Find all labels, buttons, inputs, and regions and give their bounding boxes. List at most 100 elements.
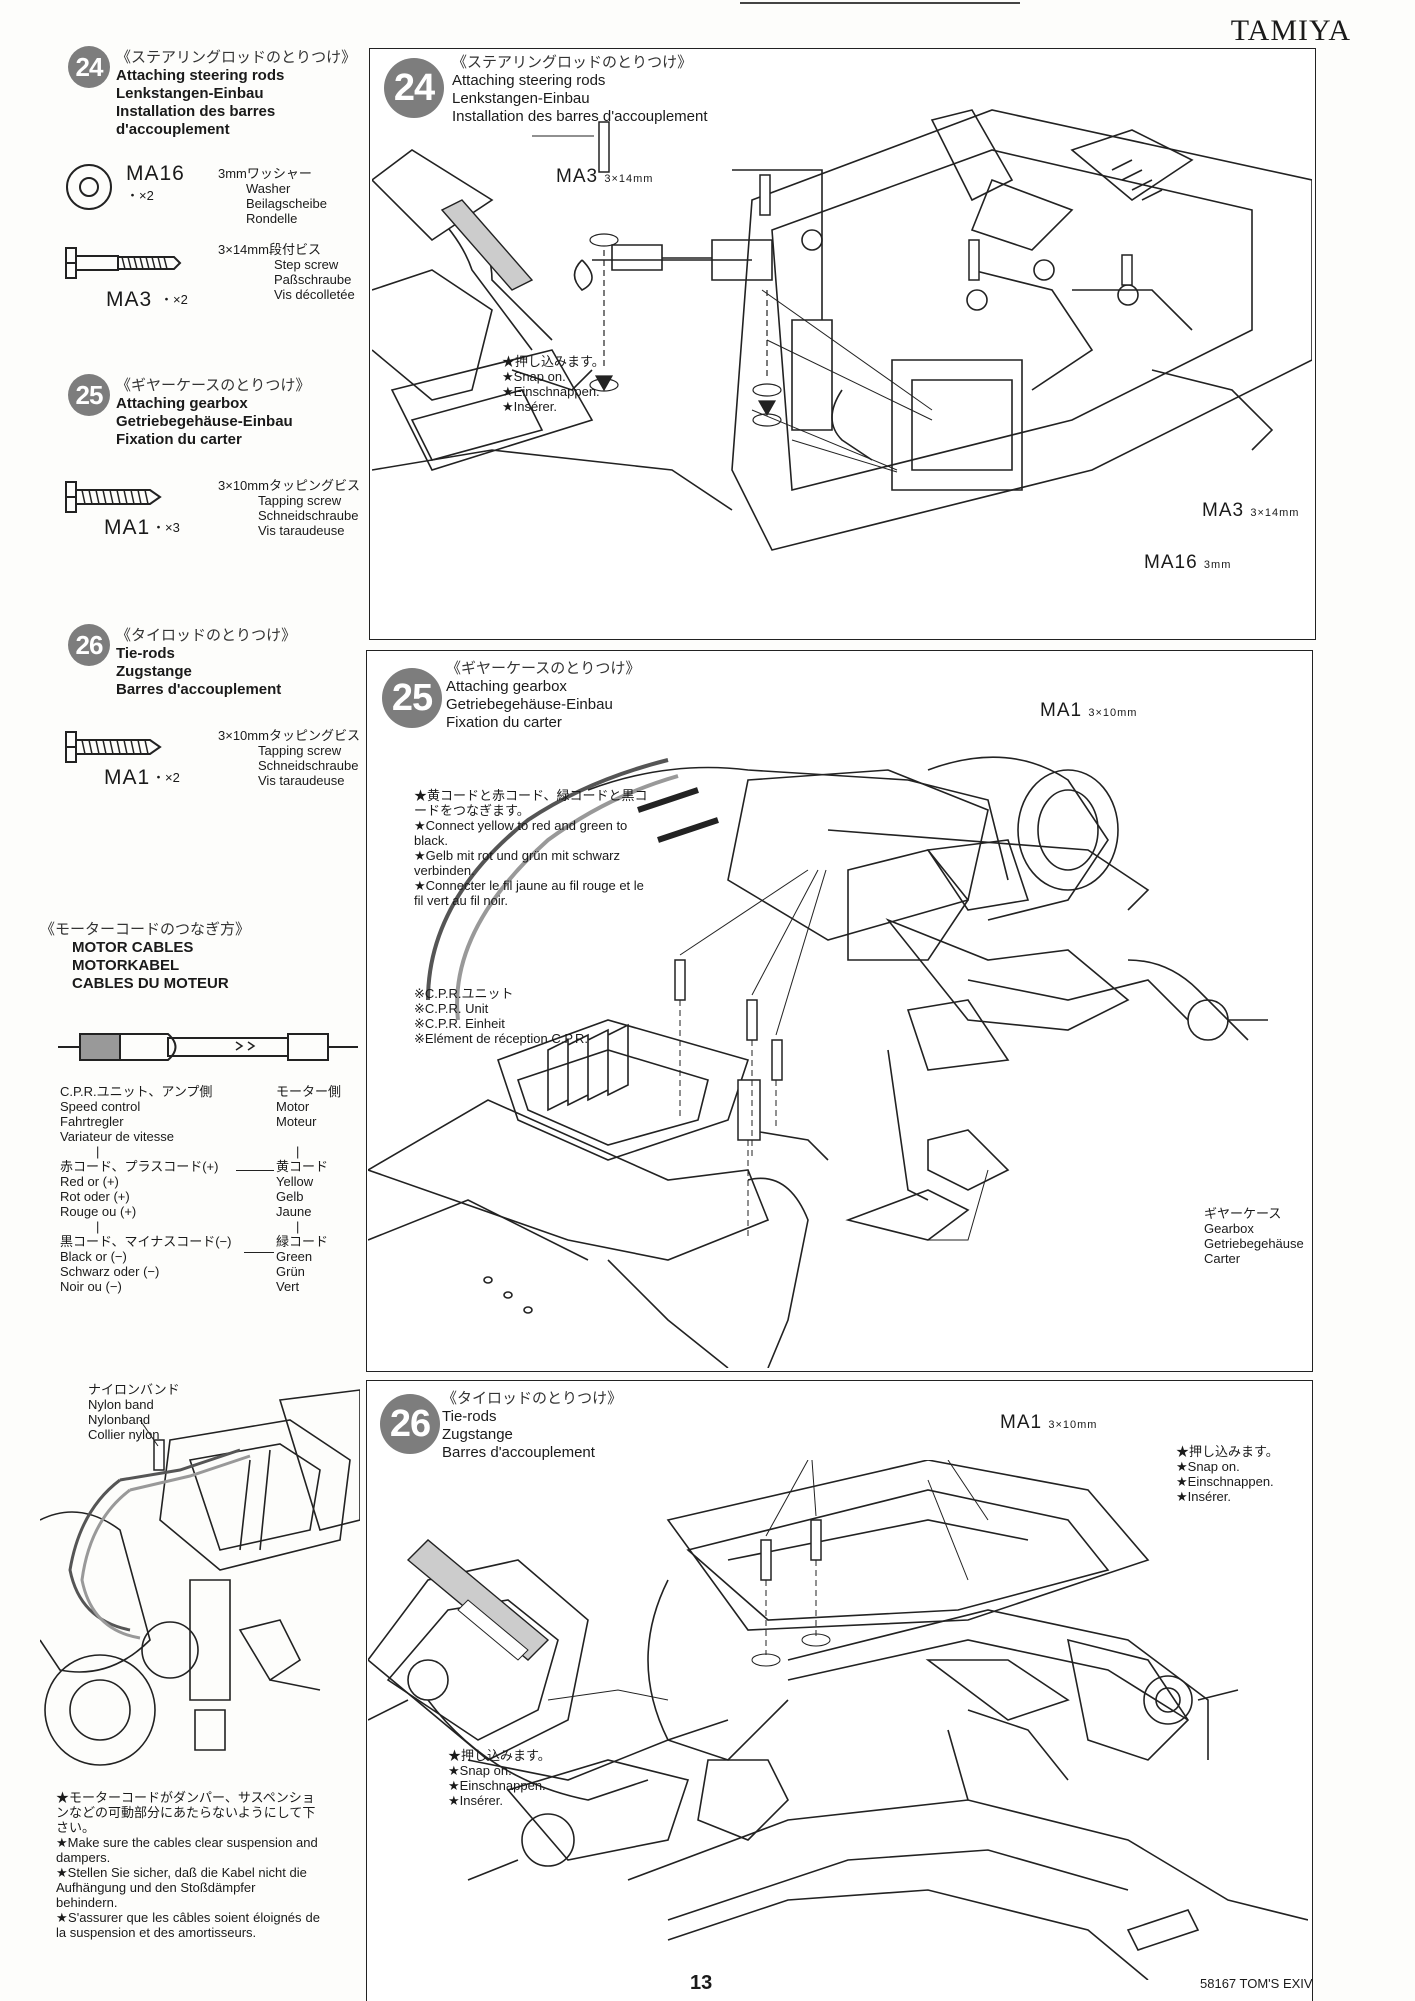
step-title-en: Attaching gearbox [116,395,248,412]
part-desc-en: Step screw [274,257,339,272]
part-desc-fr: Vis taraudeuse [258,773,345,788]
part-code-ma3: MA3 [106,288,153,311]
steering-rods-illustration [372,109,1312,551]
part-desc-de: Beilagscheibe [246,196,327,211]
step-26-panel [366,1380,1313,2001]
callout-ma3-right: MA3 3×14mm [1202,500,1299,522]
note-de: ★Einschnappen. [1176,1474,1274,1489]
legend-green-fr: Vert [276,1279,300,1294]
cpr-unit-note: ※C.P.R.ユニット ※C.P.R. Unit ※C.P.R. Einheit… [414,986,604,1046]
part-desc-fr: Vis taraudeuse [258,523,345,538]
motor-legend-right: モーター側 Motor Moteur | 黄コード Yellow Gelb Ja… [276,1084,366,1294]
note-fr: ★Insérer. [502,399,558,414]
legend-jp: C.P.R.ユニット、アンプ側 [60,1084,213,1099]
step-number-badge: 24 [384,58,444,118]
step-title-jp: 《ギヤーケースのとりつけ》 [446,660,641,677]
legend-black-en: Black or (−) [60,1249,127,1264]
tapping-screw-icon [65,731,162,763]
legend-red-de: Rot oder (+) [60,1189,130,1204]
legend-line [244,1252,274,1253]
part-desc-en: Washer [246,181,291,196]
note-en: ※C.P.R. Unit [414,1001,489,1016]
step-24-title: 《ステアリングロッドのとりつけ》 Attaching steering rods… [452,54,708,126]
nylon-band-illustration [40,1389,360,1766]
section-title-jp: 《モーターコードのつなぎ方》 [40,921,251,938]
step-title-fr: Barres d'accouplement [442,1444,595,1461]
part-code-ma16: MA16 [126,162,185,185]
section-title-fr: CABLES DU MOTEUR [72,975,229,992]
legend-yellow-jp: 黄コード [276,1159,329,1174]
note-de: ★Gelb mit rot und grün mit schwarz verbi… [414,848,621,878]
step-title-de: Lenkstangen-Einbau [116,85,264,102]
brand-logo: TAMIYA [1230,14,1351,47]
legend-black-de: Schwarz oder (−) [60,1264,160,1279]
step-25-panel [366,650,1313,1372]
step-26-title: 《タイロッドのとりつけ》 Tie-rods Zugstange Barres d… [442,1390,622,1462]
connect-cables-note: ★黄コードと赤コード、緑コードと黒コードをつなぎます。 ★Connect yel… [414,788,654,908]
step-number-badge: 26 [380,1394,440,1454]
part-qty-ma3: ・×2 [160,292,188,307]
part-size: 3×14mm [604,173,654,185]
legend-green-en: Green [276,1249,313,1264]
label-en: Nylon band [88,1397,154,1412]
part-size: 3×10mm [1048,1419,1098,1431]
step-title-en: Attaching steering rods [452,72,606,89]
step-title-fr: Installation des barres d'accouplement [116,103,276,138]
part-code: MA1 [1040,700,1083,721]
part-desc-de: Schneidschraube [258,508,359,523]
label-fr: Collier nylon [88,1427,160,1442]
part-desc-jp: 3×14mm段付ビス [218,242,321,257]
note-de: ★Einschnappen. [502,384,600,399]
part-desc-ma3: 3×14mm段付ビス Step screw Paßschraube Vis dé… [218,242,355,302]
gearbox-illustration [368,756,1268,1368]
note-fr: ★S'assurer que les câbles soient éloigné… [56,1910,320,1940]
step-title-de: Lenkstangen-Einbau [452,90,590,107]
step-title-fr: Installation des barres d'accouplement [452,108,708,125]
note-de: ※C.P.R. Einheit [414,1016,505,1031]
callout-ma16: MA16 3mm [1144,552,1231,574]
label-jp: ギヤーケース [1204,1206,1282,1221]
note-en: ★Snap on. [448,1763,512,1778]
step-title-fr: Fixation du carter [446,714,562,731]
legend-green-de: Grün [276,1264,305,1279]
legend-red-fr: Rouge ou (+) [60,1204,137,1219]
part-desc-en: Tapping screw [258,743,342,758]
step-number-badge: 26 [68,624,110,666]
note-jp: ★モーターコードがダンパー、サスペンションなどの可動部分にあたらないようにして下… [56,1790,316,1835]
label-de: Getriebegehäuse [1204,1236,1304,1251]
note-fr: ★Insérer. [448,1793,504,1808]
motor-legend-left: C.P.R.ユニット、アンプ側 Speed control Fahrtregle… [60,1084,240,1294]
part-size: 3×10mm [1088,707,1138,719]
step-title-de: Getriebegehäuse-Einbau [116,413,293,430]
part-qty-ma1: ・×2 [152,770,180,785]
step-title-jp: 《ギヤーケースのとりつけ》 [116,377,311,394]
gearbox-label: ギヤーケース Gearbox Getriebegehäuse Carter [1204,1206,1304,1266]
step-title-jp: 《タイロッドのとりつけ》 [116,627,297,644]
label-en: Gearbox [1204,1221,1254,1236]
legend-yellow-fr: Jaune [276,1204,312,1219]
step-title-jp: 《ステアリングロッドのとりつけ》 [452,54,693,71]
legend-green-jp: 緑コード [276,1234,329,1249]
step-number-badge: 24 [68,46,110,88]
washer-icon [66,164,112,210]
note-en: ★Make sure the cables clear suspension a… [56,1835,318,1865]
legend-line [236,1170,274,1171]
step-title-de: Zugstange [116,663,192,680]
step-number-badge: 25 [68,374,110,416]
step-title-fr: Barres d'accouplement [116,681,282,698]
step-title-fr: Fixation du carter [116,431,242,448]
label-fr: Carter [1204,1251,1241,1266]
legend-fr: Moteur [276,1114,317,1129]
callout-ma3-top: MA3 3×14mm [556,166,653,188]
nylon-band-label: ナイロンバンド Nylon band Nylonband Collier nyl… [88,1382,180,1442]
step-screw-icon [65,247,182,279]
part-code-ma1: MA1 [104,766,151,789]
cable-clearance-note: ★モーターコードがダンパー、サスペンションなどの可動部分にあたらないようにして下… [56,1790,320,1940]
part-size: 3×14mm [1250,507,1300,519]
note-en: ★Connect yellow to red and green to blac… [414,818,628,848]
callout-ma1: MA1 3×10mm [1000,1412,1097,1434]
note-de: ★Stellen Sie sicher, daß die Kabel nicht… [56,1865,307,1910]
step-title-en: Tie-rods [442,1408,497,1425]
part-code: MA1 [1000,1412,1043,1433]
part-code: MA3 [1202,500,1245,521]
